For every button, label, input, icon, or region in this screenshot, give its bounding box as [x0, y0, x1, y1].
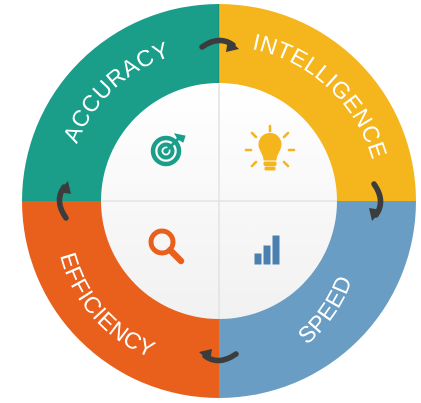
cycle-arrow-left — [56, 181, 71, 221]
cycle-arrow-top — [199, 37, 239, 52]
target-icon — [150, 133, 186, 167]
cycle-arrow-bottom — [199, 349, 239, 364]
lightbulb-icon — [244, 124, 296, 171]
cycle-arrow-right — [369, 181, 384, 221]
bar-chart-icon — [254, 235, 280, 265]
magnifier-icon — [148, 228, 185, 265]
